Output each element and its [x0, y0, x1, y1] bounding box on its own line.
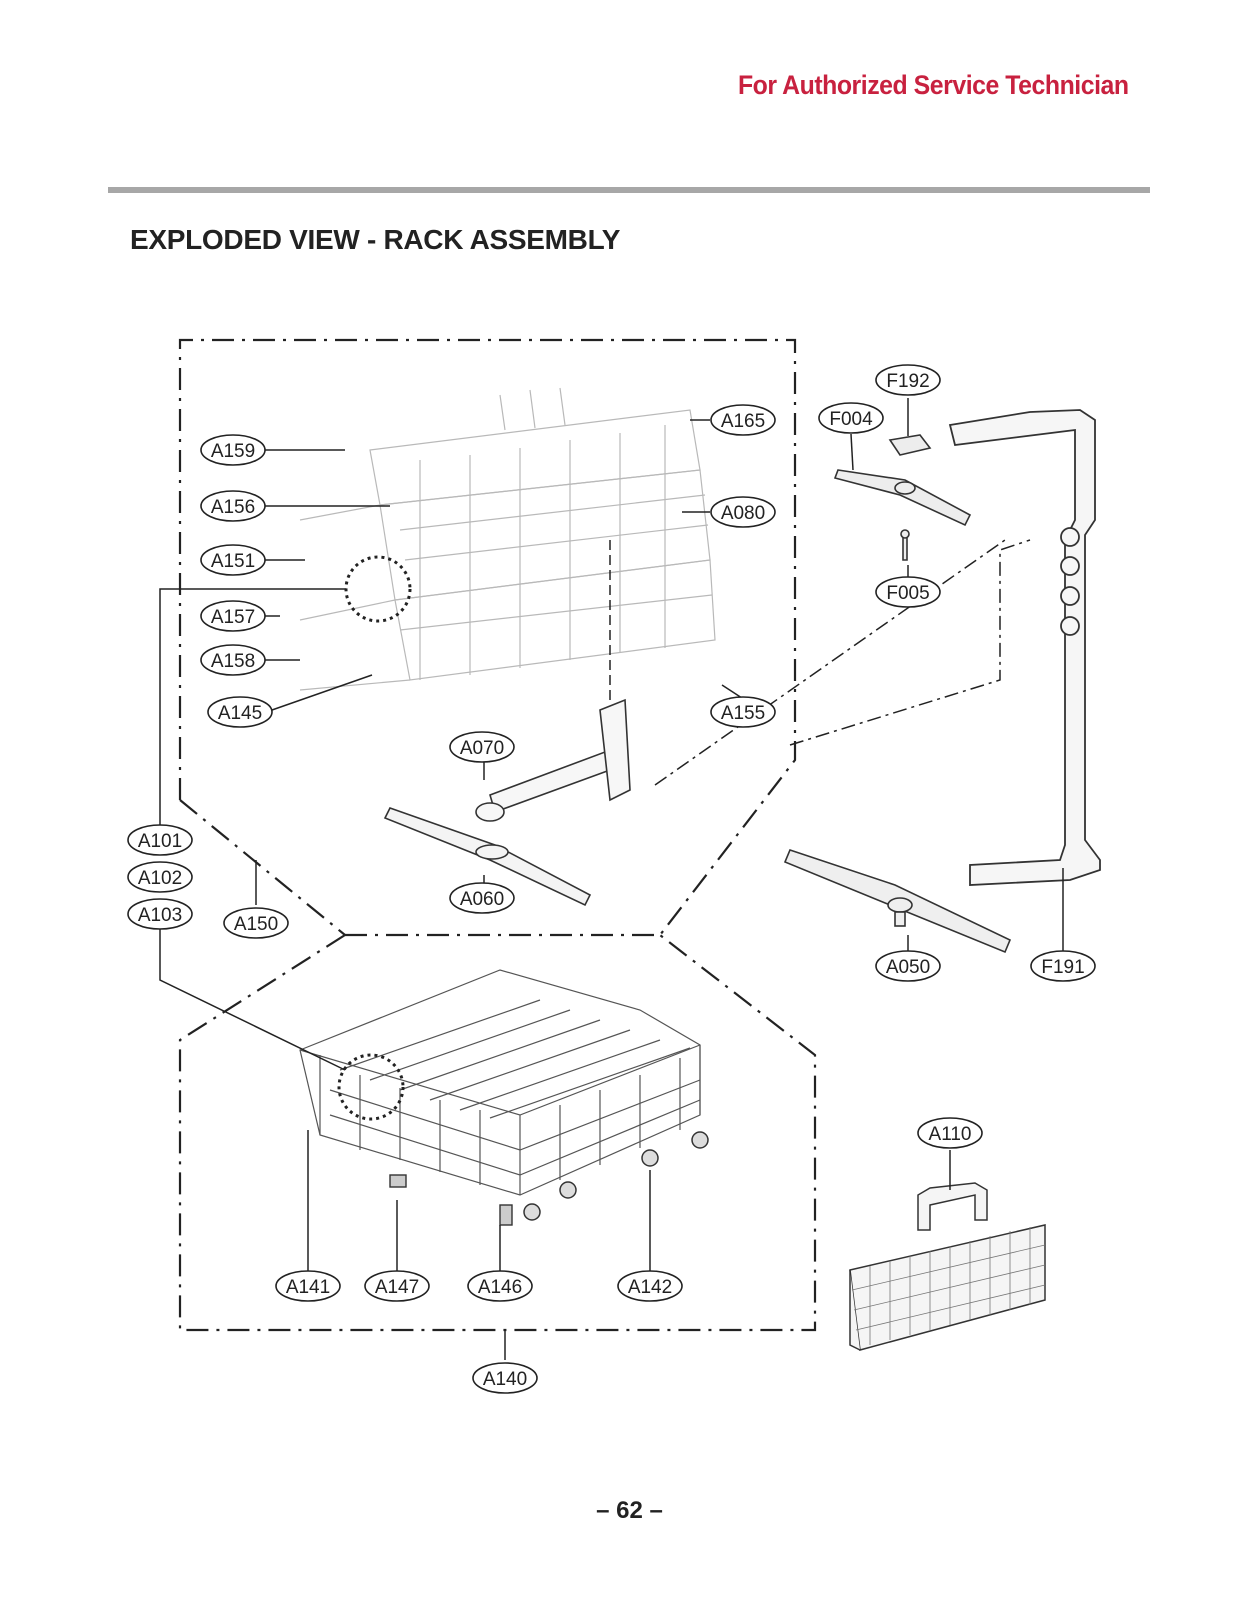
svg-text:F005: F005: [886, 583, 929, 604]
callout-a050: A050: [875, 950, 941, 982]
svg-text:A165: A165: [721, 411, 765, 432]
callout-a159: A159: [200, 434, 266, 466]
svg-text:A060: A060: [460, 889, 504, 910]
lower-rack-boundary: [178, 933, 817, 1332]
svg-text:A158: A158: [211, 651, 255, 672]
svg-text:F192: F192: [886, 371, 929, 392]
callout-a150: A150: [223, 907, 289, 939]
callout-f005: F005: [875, 576, 941, 608]
callout-a157: A157: [200, 600, 266, 632]
callout-a146: A146: [467, 1270, 533, 1302]
callout-a102: A102: [127, 861, 193, 893]
upper-rack-drawing: [299, 387, 716, 691]
cutlery-basket-grid: [851, 1227, 1046, 1345]
upper-rack-boundary: [178, 338, 797, 936]
callout-a145: A145: [207, 696, 273, 728]
svg-text:A155: A155: [721, 703, 765, 724]
callout-a103: A103: [127, 898, 193, 930]
middle-spray-arm: [833, 434, 972, 561]
svg-text:A080: A080: [721, 503, 765, 524]
svg-text:A157: A157: [211, 607, 255, 628]
callout-a141: A141: [275, 1270, 341, 1302]
callout-a158: A158: [200, 644, 266, 676]
rack-wheels: [523, 1131, 709, 1221]
upper-spray-arm: [383, 807, 592, 907]
detail-circle-upper: [344, 555, 412, 623]
page-title: EXPLODED VIEW - RACK ASSEMBLY: [130, 224, 621, 255]
header-note: For Authorized Service Technician: [738, 70, 1129, 100]
svg-text:A150: A150: [234, 914, 278, 935]
callout-a101: A101: [127, 824, 193, 856]
callout-a155: A155: [710, 696, 776, 728]
leader-lines: [159, 398, 1064, 1360]
page-number: – 62 –: [596, 1497, 663, 1524]
detail-circle-lower: [337, 1053, 405, 1121]
callout-a165: A165: [710, 404, 776, 436]
cutlery-basket-drawing: [849, 1182, 1046, 1351]
callout-a156: A156: [200, 490, 266, 522]
svg-text:A050: A050: [886, 957, 930, 978]
svg-text:A070: A070: [460, 738, 504, 759]
svg-text:A147: A147: [375, 1277, 419, 1298]
svg-text:A156: A156: [211, 497, 255, 518]
lower-spray-arm: [783, 849, 1012, 954]
svg-text:A146: A146: [478, 1277, 522, 1298]
svg-text:A140: A140: [483, 1369, 527, 1390]
callout-f004: F004: [818, 402, 884, 434]
callout-f192: F192: [875, 364, 941, 396]
callout-a147: A147: [364, 1270, 430, 1302]
svg-text:F191: F191: [1041, 957, 1084, 978]
spray-arm-feed: [475, 698, 631, 822]
supply-pipe: [948, 409, 1101, 886]
callout-a142: A142: [617, 1270, 683, 1302]
callout-a070: A070: [449, 731, 515, 763]
svg-text:A151: A151: [211, 551, 255, 572]
lower-rack-drawing: [299, 969, 701, 1196]
svg-text:A159: A159: [211, 441, 255, 462]
svg-text:A103: A103: [138, 905, 182, 926]
svg-text:A110: A110: [929, 1124, 972, 1145]
svg-text:A102: A102: [138, 868, 182, 889]
rack-clips: [389, 1174, 513, 1226]
callout-a080: A080: [710, 496, 776, 528]
callout-a140: A140: [472, 1362, 538, 1394]
header-rule: [108, 187, 1150, 193]
callout-a060: A060: [449, 882, 515, 914]
svg-text:A141: A141: [286, 1277, 330, 1298]
callout-a110: A110: [917, 1117, 983, 1149]
svg-text:A142: A142: [628, 1277, 672, 1298]
svg-text:A101: A101: [138, 831, 182, 852]
callout-f191: F191: [1030, 950, 1096, 982]
svg-text:F004: F004: [829, 409, 873, 430]
svg-text:A145: A145: [218, 703, 262, 724]
callout-a151: A151: [200, 544, 266, 576]
